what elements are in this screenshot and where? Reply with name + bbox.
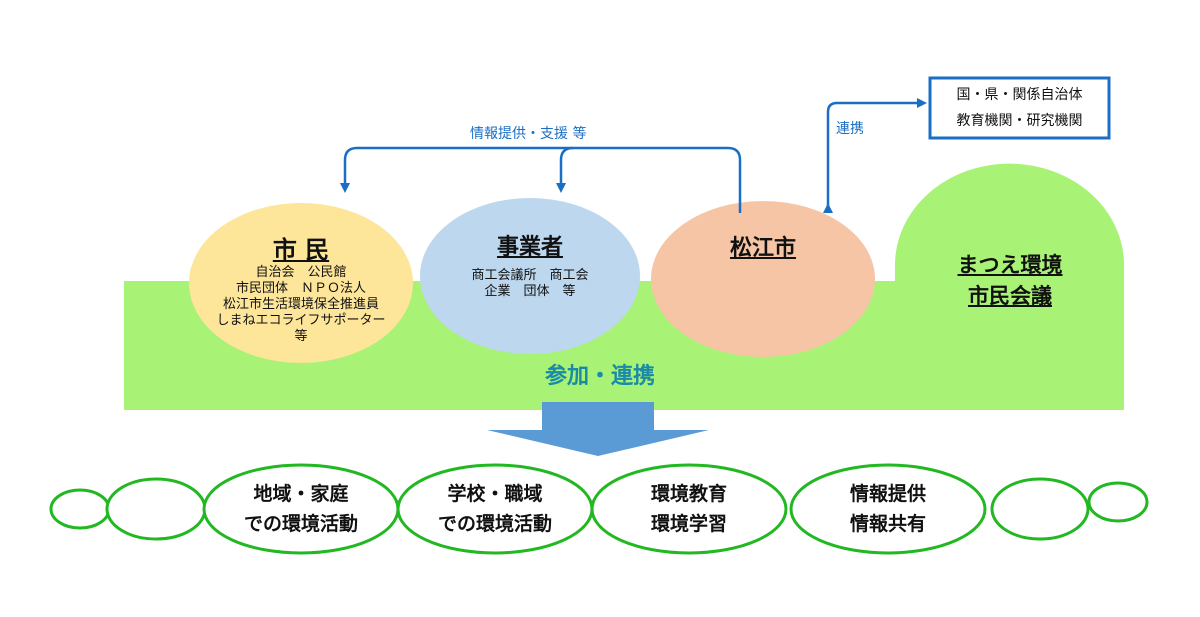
business-member: 商工会議所 商工会 bbox=[471, 268, 589, 283]
support-arrow-to-business bbox=[556, 146, 574, 193]
city-circle bbox=[651, 201, 875, 357]
business-members: 商工会議所 商工会 企業 団体 等 bbox=[440, 268, 620, 300]
liaison-arrow-label: 連携 bbox=[836, 121, 864, 137]
small-oval-right bbox=[1087, 481, 1149, 523]
activity-text-2: 学校・職域 での環境活動 bbox=[415, 479, 575, 539]
citizens-members: 自治会 公民館 市民団体 ＮＰＯ法人 松江市生活環境保全推進員 しまねエコライフ… bbox=[196, 265, 406, 345]
city-title: 松江市 bbox=[729, 236, 796, 261]
activity-oval-4 bbox=[789, 463, 987, 555]
council-title-line-2: 市民会議 bbox=[968, 284, 1052, 308]
citizens-circle bbox=[189, 203, 413, 363]
activity-line: での環境活動 bbox=[243, 513, 358, 535]
citizens-member: 自治会 公民館 bbox=[255, 265, 347, 280]
down-arrow bbox=[487, 402, 709, 456]
activity-line: 情報共有 bbox=[849, 513, 926, 535]
external-partners-line-1: 国・県・関係自治体 bbox=[956, 87, 1083, 103]
support-arrow-to-citizens bbox=[340, 146, 742, 213]
council-dome bbox=[895, 163, 1124, 300]
external-partners-text: 国・県・関係自治体 教育機関・研究機関 bbox=[932, 82, 1107, 134]
citizens-member: しまねエコライフサポーター bbox=[216, 313, 386, 328]
activity-text-3: 環境教育 環境学習 bbox=[609, 479, 769, 539]
council-title: まつえ環境 市民会議 bbox=[930, 250, 1090, 312]
activity-text-4: 情報提供 情報共有 bbox=[808, 479, 968, 539]
band-label: 参加・連携 bbox=[544, 364, 655, 389]
support-arrow-label: 情報提供・支援 等 bbox=[470, 126, 587, 142]
medium-oval-left bbox=[105, 477, 207, 541]
small-oval-left bbox=[49, 488, 111, 530]
activity-line: 情報提供 bbox=[849, 483, 926, 505]
liaison-arrow bbox=[823, 98, 927, 213]
activity-line: 環境教育 bbox=[650, 483, 727, 505]
medium-oval-right bbox=[990, 477, 1090, 541]
activity-line: 地域・家庭 bbox=[253, 483, 349, 505]
activity-line: での環境活動 bbox=[437, 513, 552, 535]
citizens-member: 市民団体 ＮＰＯ法人 bbox=[235, 281, 366, 296]
activity-line: 学校・職域 bbox=[447, 483, 543, 505]
citizens-member: 等 bbox=[294, 329, 308, 344]
activity-oval-3 bbox=[590, 463, 788, 555]
external-partners-line-2: 教育機関・研究機関 bbox=[956, 113, 1083, 129]
activity-line: 環境学習 bbox=[650, 513, 727, 535]
business-title: 事業者 bbox=[496, 235, 563, 260]
activity-text-1: 地域・家庭 での環境活動 bbox=[221, 479, 381, 539]
external-partners-box bbox=[928, 76, 1111, 140]
citizens-title: 市 民 bbox=[272, 236, 330, 264]
council-title-line-1: まつえ環境 bbox=[957, 253, 1063, 277]
business-circle bbox=[420, 198, 640, 354]
citizens-member: 松江市生活環境保全推進員 bbox=[222, 297, 379, 312]
business-member: 企業 団体 等 bbox=[484, 284, 576, 299]
activity-ovals bbox=[49, 463, 1149, 555]
